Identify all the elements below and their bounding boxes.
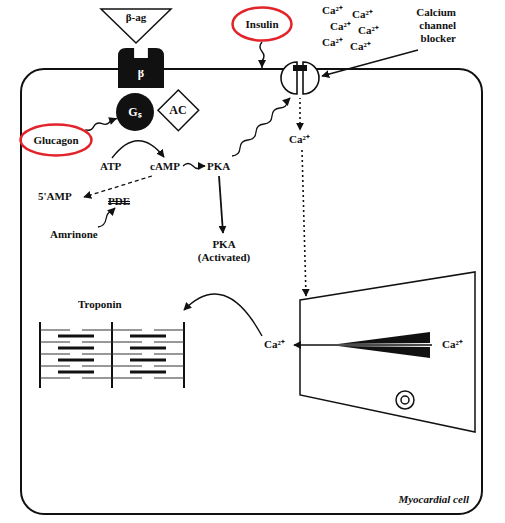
label-box: Ca²⁺ <box>289 133 310 146</box>
highlight-outline <box>233 8 292 41</box>
molecule-label: cAMP <box>150 160 180 172</box>
receptor-ring <box>401 396 409 404</box>
agonist-outline <box>101 9 171 43</box>
wavy-arrow <box>183 164 205 169</box>
protein-label: Troponin <box>78 298 122 310</box>
ion-label: Ca²⁺ <box>322 4 343 16</box>
channel-blocker-plug <box>293 65 307 71</box>
calcium-release-arrow <box>294 344 432 345</box>
wavy-arrow <box>232 98 290 156</box>
cell-caption-box: Myocardial cell <box>398 489 469 507</box>
receptor-ring <box>396 391 414 409</box>
highlight-ellipse: Insulin <box>231 6 293 42</box>
arrowhead <box>108 117 117 125</box>
ion-label: Ca²⁺ <box>352 8 373 20</box>
ion-label: Ca²⁺ <box>330 20 351 32</box>
label-box: Ca²⁺ <box>264 338 285 351</box>
signal-connector <box>258 42 266 68</box>
label-box: Ca²⁺ <box>330 20 351 33</box>
molecule-label: 5'AMP <box>38 190 72 202</box>
label-box: cAMP <box>150 160 180 173</box>
node-text: Insulin <box>245 18 278 31</box>
node-text: Glucagon <box>33 134 78 147</box>
ion-label: Ca²⁺ <box>264 338 285 350</box>
drug-label: Amrinone <box>50 228 98 240</box>
wavy-arrow <box>98 208 115 227</box>
highlight-ellipse: Glucagon <box>19 123 93 157</box>
label-box: ATP <box>100 160 121 173</box>
release-channel <box>338 346 430 358</box>
diamond-outline <box>158 90 199 131</box>
label-box: Troponin <box>78 298 122 311</box>
node-text: AC <box>169 103 186 117</box>
myosin-filament <box>58 336 166 372</box>
label-box: Ca²⁺ <box>442 338 463 351</box>
node-text: Gₛ <box>128 105 141 119</box>
label-box: Ca²⁺ <box>322 36 343 49</box>
binding-arrow <box>184 294 262 336</box>
z-line <box>40 322 184 388</box>
drug-label: Calcium channel blocker <box>416 6 456 44</box>
arrowhead <box>258 60 266 68</box>
activation-arrow <box>219 176 223 233</box>
calcium-channel <box>303 62 319 94</box>
degradation-arrow <box>84 176 152 197</box>
ion-label: Ca²⁺ <box>322 36 343 48</box>
enzyme-label: PKA (Activated) <box>198 238 251 263</box>
enzyme-label: PKA <box>207 160 230 172</box>
label-box: Ca²⁺ <box>358 24 379 37</box>
ion-label: Ca²⁺ <box>289 133 310 145</box>
highlight-outline <box>21 125 92 156</box>
label-box: Ca²⁺ <box>322 4 343 17</box>
calcium-influx-arrow <box>302 150 306 296</box>
enzyme-label: PDE <box>108 195 130 207</box>
label-box: 5'AMP <box>38 190 72 203</box>
signal-connector <box>85 117 117 130</box>
calcium-channel <box>281 62 297 94</box>
agonist-triangle: β-ag <box>100 8 172 44</box>
label-box: Amrinone <box>50 228 98 241</box>
blocker-arrow <box>322 50 418 76</box>
channel-pore <box>296 58 304 98</box>
label-box: Calcium channel blocker <box>396 6 456 45</box>
label-box: PKA <box>207 160 230 173</box>
calcium-influx-arrow <box>299 97 301 130</box>
adenylyl-cyclase-diamond: AC <box>157 89 200 132</box>
actin-filament <box>40 330 184 378</box>
ion-label: Ca²⁺ <box>358 24 379 36</box>
label-box: Ca²⁺ <box>350 40 371 53</box>
release-channel <box>338 332 430 344</box>
ion-label: Ca²⁺ <box>350 40 371 52</box>
sarcoplasmic-reticulum <box>300 272 475 432</box>
label-box: Ca²⁺ <box>352 8 373 21</box>
node-text: Myocardial cell <box>398 493 469 505</box>
node-text: β-ag <box>126 11 146 24</box>
ion-label: Ca²⁺ <box>442 338 463 350</box>
g-protein-body <box>116 93 154 131</box>
label-box: PDE <box>108 195 130 208</box>
label-box: PKA (Activated) <box>188 238 260 264</box>
conversion-arrow <box>112 141 164 158</box>
molecule-label: ATP <box>100 160 121 172</box>
g-protein-circle: Gₛ <box>116 93 154 131</box>
